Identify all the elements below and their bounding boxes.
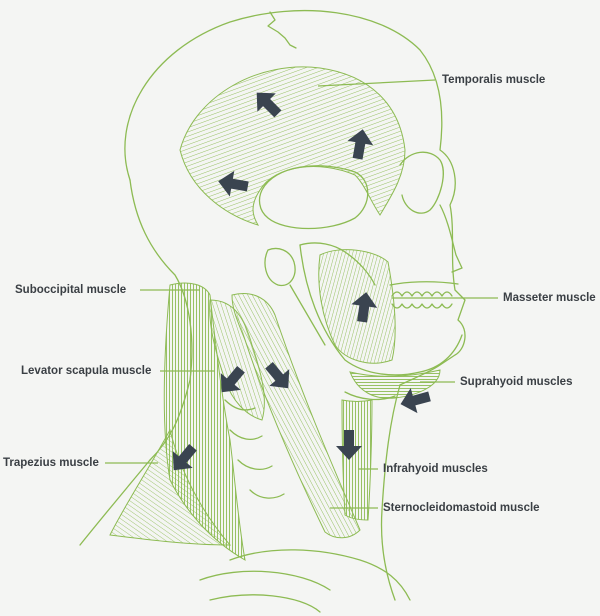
arrow-levator-scapula-lower bbox=[265, 362, 290, 389]
teeth-upper bbox=[391, 291, 453, 297]
throat-outline bbox=[380, 384, 401, 601]
mandible bbox=[299, 244, 463, 376]
arrow-masseter bbox=[351, 292, 378, 323]
styloid bbox=[289, 284, 326, 346]
label-sternocleidomastoid-muscle: Sternocleidomastoid muscle bbox=[383, 502, 540, 514]
label-suboccipital-muscle: Suboccipital muscle bbox=[15, 284, 127, 296]
infrahyoid-shape bbox=[341, 399, 373, 521]
upper-jaw bbox=[389, 281, 459, 286]
arrow-temporalis-posterior bbox=[256, 92, 282, 118]
teeth-lower bbox=[391, 303, 453, 309]
skull-outline bbox=[124, 9, 466, 386]
label-levator-scapula-muscle: Levator scapula muscle bbox=[21, 365, 152, 377]
trapezius-shape bbox=[109, 428, 232, 546]
arrow-temporalis-anterior bbox=[347, 129, 374, 160]
temporalis-muscle-shape bbox=[179, 66, 406, 226]
label-temporalis-muscle: Temporalis muscle bbox=[442, 74, 546, 86]
orbit bbox=[399, 151, 444, 214]
ribs bbox=[199, 570, 331, 613]
label-trapezius-muscle: Trapezius muscle bbox=[3, 457, 99, 469]
mastoid bbox=[264, 247, 296, 287]
leader-temporalis bbox=[317, 79, 436, 87]
vertebrae bbox=[224, 399, 285, 499]
arrow-temporalis-rear bbox=[218, 170, 249, 197]
shoulder-outline bbox=[79, 459, 151, 546]
skull-suture bbox=[267, 11, 297, 49]
sternocleidomastoid-shape bbox=[231, 293, 361, 539]
label-infrahyoid-muscles: Infrahyoid muscles bbox=[383, 463, 488, 475]
arrow-trapezius bbox=[172, 444, 197, 471]
clavicle bbox=[229, 549, 411, 601]
arrow-levator-scapula-upper bbox=[220, 366, 245, 393]
masseter-muscle-shape bbox=[318, 249, 396, 364]
label-suprahyoid-muscles: Suprahyoid muscles bbox=[460, 376, 573, 388]
label-masseter-muscle: Masseter muscle bbox=[503, 292, 596, 304]
arrow-suprahyoid bbox=[400, 387, 431, 414]
arrow-infrahyoid bbox=[336, 430, 362, 460]
suprahyoid-shape bbox=[349, 369, 441, 399]
nasal bbox=[439, 204, 463, 273]
